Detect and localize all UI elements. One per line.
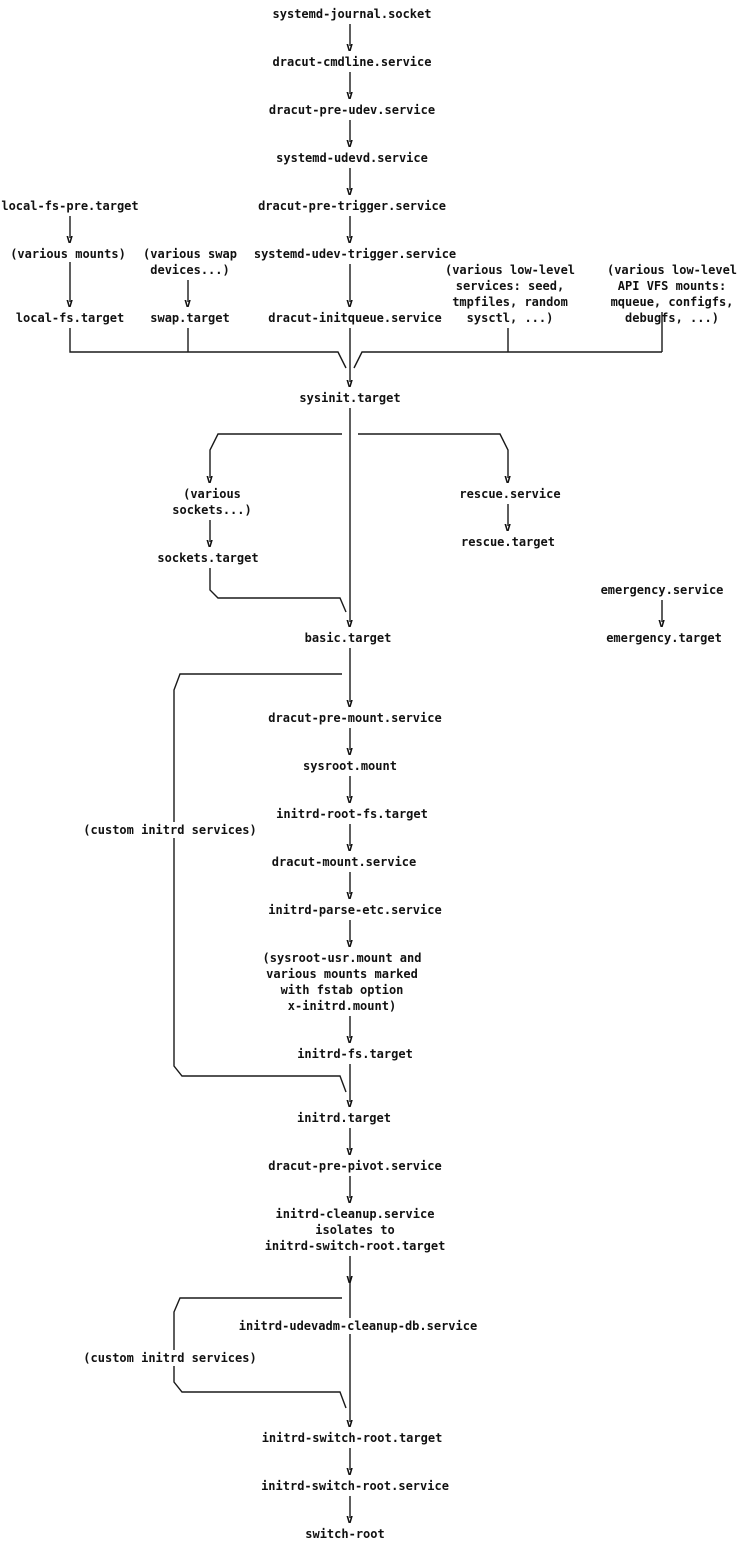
svg-text:v: v (346, 1272, 353, 1286)
node-local-fs-pre-target: local-fs-pre.target (1, 199, 139, 213)
node-sysroot-mount: sysroot.mount (303, 759, 397, 773)
svg-text:v: v (658, 616, 665, 630)
edge-basic-custom1 (173, 673, 347, 1093)
svg-text:v: v (346, 1416, 353, 1430)
node-systemd-journal-socket: systemd-journal.socket (272, 7, 432, 21)
node-initrd-cleanup: initrd-cleanup.service isolates to initr… (264, 1207, 446, 1253)
svg-text:v: v (346, 696, 353, 710)
node-various-mounts: (various mounts) (10, 247, 126, 261)
node-sysroot-usr-mount-note: (sysroot-usr.mount and various mounts ma… (262, 951, 422, 1013)
svg-text:v: v (346, 296, 353, 310)
node-dracut-pre-trigger: dracut-pre-trigger.service (258, 199, 446, 213)
svg-text:v: v (504, 472, 511, 486)
node-initrd-udevadm-cleanup-db: initrd-udevadm-cleanup-db.service (238, 1318, 478, 1334)
edge-right-merge (353, 351, 662, 369)
node-switch-root: switch-root (305, 1527, 385, 1541)
svg-text:v: v (346, 1032, 353, 1046)
svg-text:v: v (346, 376, 353, 390)
svg-text:v: v (206, 536, 213, 550)
node-various-low-level-services: (various low-level services: seed, tmpfi… (444, 263, 576, 325)
node-sysinit-target: sysinit.target (299, 391, 401, 405)
node-various-api-vfs-mounts: (various low-level API VFS mounts: mqueu… (606, 263, 738, 325)
edge-sockets-basic (209, 568, 347, 613)
node-initrd-root-fs-target: initrd-root-fs.target (276, 807, 428, 821)
edge-sysinit-sockets (209, 433, 342, 478)
node-custom-initrd-services-2: (custom initrd services) (83, 1350, 257, 1366)
node-emergency-service: emergency.service (600, 583, 724, 597)
svg-text:v: v (504, 520, 511, 534)
node-emergency-target: emergency.target (606, 631, 722, 645)
node-initrd-fs-target: initrd-fs.target (297, 1047, 413, 1061)
node-swap-target: swap.target (150, 311, 230, 325)
svg-text:v: v (346, 936, 353, 950)
node-dracut-pre-mount: dracut-pre-mount.service (268, 711, 442, 725)
node-initrd-switch-root-target: initrd-switch-root.target (261, 1431, 443, 1445)
node-systemd-udevd: systemd-udevd.service (276, 151, 428, 165)
svg-text:v: v (346, 184, 353, 198)
svg-text:v: v (346, 888, 353, 902)
svg-text:v: v (346, 840, 353, 854)
svg-text:v: v (346, 136, 353, 150)
node-initrd-parse-etc: initrd-parse-etc.service (268, 903, 442, 917)
edge-sysinit-rescue (358, 433, 509, 478)
edge-cleanup-custom2 (173, 1297, 347, 1409)
svg-text:v: v (346, 1512, 353, 1526)
node-rescue-service: rescue.service (459, 487, 561, 501)
node-initrd-switch-root-service: initrd-switch-root.service (261, 1479, 449, 1493)
node-dracut-mount: dracut-mount.service (271, 855, 417, 869)
svg-text:v: v (346, 88, 353, 102)
svg-text:v: v (346, 1192, 353, 1206)
node-various-sockets: (various sockets...) (172, 487, 252, 517)
node-dracut-initqueue: dracut-initqueue.service (268, 311, 442, 325)
node-dracut-pre-udev: dracut-pre-udev.service (268, 103, 436, 117)
svg-text:v: v (346, 1096, 353, 1110)
node-initrd-target: initrd.target (297, 1111, 391, 1125)
node-sockets-target: sockets.target (157, 551, 259, 565)
svg-text:v: v (66, 232, 73, 246)
node-dracut-cmdline: dracut-cmdline.service (272, 55, 432, 69)
svg-text:v: v (346, 232, 353, 246)
svg-text:v: v (184, 296, 191, 310)
svg-text:v: v (346, 1144, 353, 1158)
svg-text:v: v (346, 792, 353, 806)
node-custom-initrd-services: (custom initrd services) (83, 822, 257, 838)
node-various-swap-devices: (various swap devices...) (143, 247, 237, 277)
node-dracut-pre-pivot: dracut-pre-pivot.service (268, 1159, 442, 1173)
svg-text:v: v (66, 296, 73, 310)
svg-text:v: v (346, 744, 353, 758)
node-local-fs-target: local-fs.target (15, 311, 125, 325)
svg-text:v: v (346, 616, 353, 630)
node-basic-target: basic.target (304, 631, 392, 645)
svg-text:v: v (346, 1464, 353, 1478)
node-rescue-target: rescue.target (461, 535, 555, 549)
edge-localfs-merge (69, 328, 347, 369)
node-systemd-udev-trigger: systemd-udev-trigger.service (253, 247, 457, 261)
svg-text:v: v (346, 40, 353, 54)
svg-text:v: v (206, 472, 213, 486)
